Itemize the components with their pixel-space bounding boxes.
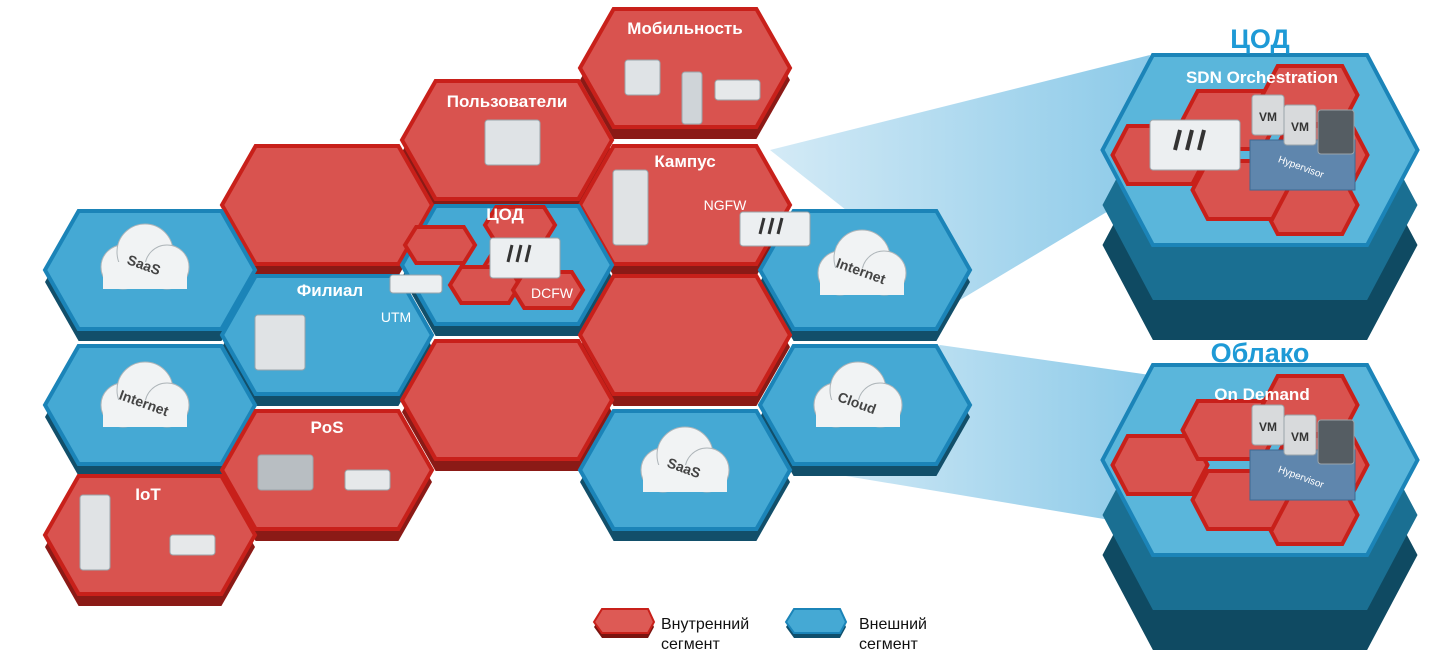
hex-pos [219, 409, 435, 541]
phone-icon [681, 71, 703, 125]
kiosk-icon [79, 494, 111, 571]
branch-building-icon [254, 314, 306, 371]
hex-internal-empty [399, 339, 615, 471]
hex-cloud [757, 344, 973, 476]
utm-router-icon [389, 274, 443, 294]
wifi-ap-icon [714, 79, 761, 101]
vm-label: VM [1259, 110, 1277, 124]
label-dc: ЦОД [486, 205, 524, 224]
wifi-ap-icon [344, 469, 391, 491]
vm-fortinet-icon [1317, 109, 1355, 155]
label-mobility: Мобильность [627, 19, 742, 38]
vm-icon: VM [1251, 94, 1285, 136]
label-iot: IoT [135, 485, 161, 504]
vm-icon: VM [1283, 104, 1317, 146]
label-ngfw: NGFW [704, 197, 748, 213]
hex-internal-empty [219, 144, 435, 276]
vm-label: VM [1291, 430, 1309, 444]
saas-cloud-icon: SaaS [640, 426, 730, 493]
vm-label: VM [1259, 420, 1277, 434]
hex-internal-empty [577, 274, 793, 406]
wifi-ap-icon [169, 534, 216, 556]
laptop-icon [624, 59, 661, 96]
title-cloud: Облако [1211, 338, 1310, 368]
vm-fortinet-icon [1317, 419, 1355, 465]
label-campus: Кампус [654, 152, 715, 171]
vm-label: VM [1291, 120, 1309, 134]
label-branch: Филиал [297, 281, 363, 300]
internet-cloud-icon: Internet [100, 361, 190, 428]
saas-cloud-icon: SaaS [100, 223, 190, 290]
appliance-icon [1149, 119, 1241, 171]
hex-dc-inner [402, 225, 478, 265]
vm-icon: VM [1251, 404, 1285, 446]
internet-cloud-icon: Internet [817, 229, 907, 296]
beam-dc [770, 55, 1150, 300]
label-dcfw: DCFW [531, 285, 574, 301]
building-icon [612, 169, 649, 246]
legend-internal-label: Внутренний сегмент [661, 616, 750, 653]
cloud-icon: Cloud [813, 361, 903, 428]
subtitle-on-demand: On Demand [1214, 385, 1309, 404]
label-pos: PoS [310, 418, 343, 437]
title-dc: ЦОД [1230, 24, 1290, 54]
label-users: Пользователи [447, 92, 568, 111]
subtitle-sdn: SDN Orchestration [1186, 68, 1338, 87]
desktop-icon [484, 119, 541, 166]
inner-internal-hex [1110, 434, 1210, 496]
dcfw-appliance-icon [489, 237, 561, 279]
legend-external-label: Внешний сегмент [859, 616, 927, 653]
label-utm: UTM [381, 309, 411, 325]
ngfw-appliance-icon [739, 211, 811, 247]
vm-icon: VM [1283, 414, 1317, 456]
pos-terminal-icon [257, 454, 314, 491]
